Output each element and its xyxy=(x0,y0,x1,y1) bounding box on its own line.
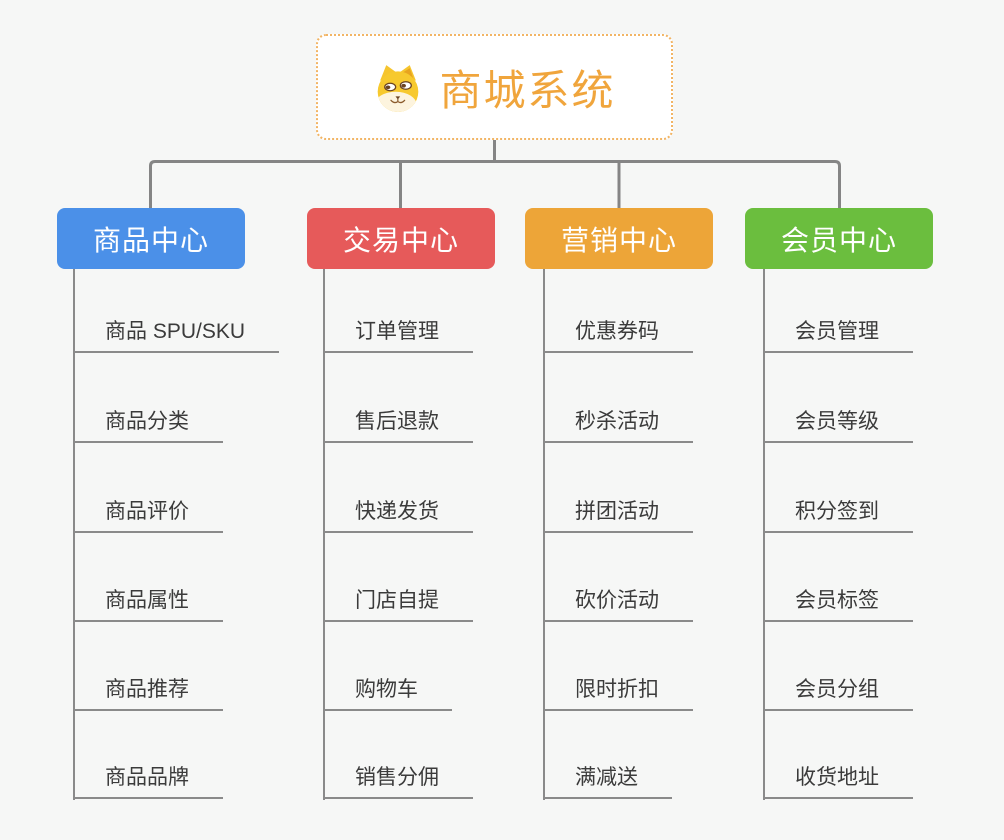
leaf-item[interactable]: 会员标签 xyxy=(763,586,913,622)
doge-icon xyxy=(373,60,423,114)
leaf-item[interactable]: 快递发货 xyxy=(323,497,473,533)
leaf-item[interactable]: 商品品牌 xyxy=(73,763,223,799)
leaf-item[interactable]: 会员等级 xyxy=(763,407,913,443)
leaf-item[interactable]: 订单管理 xyxy=(323,317,473,353)
leaf-item[interactable]: 商品推荐 xyxy=(73,675,223,711)
leaf-item[interactable]: 收货地址 xyxy=(763,763,913,799)
branch-product-center[interactable]: 商品中心 xyxy=(57,208,245,269)
leaf-item[interactable]: 满减送 xyxy=(543,763,672,799)
leaf-item[interactable]: 优惠券码 xyxy=(543,317,693,353)
root-title: 商城系统 xyxy=(439,66,616,114)
leaf-item[interactable]: 拼团活动 xyxy=(543,497,693,533)
leaf-item[interactable]: 购物车 xyxy=(323,675,452,711)
leaf-item[interactable]: 商品属性 xyxy=(73,586,223,622)
leaf-item[interactable]: 商品分类 xyxy=(73,407,223,443)
leaf-item[interactable]: 门店自提 xyxy=(323,586,473,622)
leaf-item[interactable]: 砍价活动 xyxy=(543,586,693,622)
leaf-item[interactable]: 销售分佣 xyxy=(323,763,473,799)
leaf-item[interactable]: 会员管理 xyxy=(763,317,913,353)
leaf-item[interactable]: 积分签到 xyxy=(763,497,913,533)
branch-member-center[interactable]: 会员中心 xyxy=(745,208,933,269)
branch-trade-center[interactable]: 交易中心 xyxy=(307,208,495,269)
leaf-item[interactable]: 限时折扣 xyxy=(543,675,693,711)
root-node[interactable]: 商城系统 xyxy=(316,34,673,140)
leaf-item[interactable]: 商品评价 xyxy=(73,497,223,533)
leaf-item[interactable]: 商品 SPU/SKU xyxy=(73,317,280,353)
leaf-item[interactable]: 会员分组 xyxy=(763,675,913,711)
leaf-item[interactable]: 秒杀活动 xyxy=(543,407,693,443)
leaf-item[interactable]: 售后退款 xyxy=(323,407,473,443)
branch-marketing-center[interactable]: 营销中心 xyxy=(525,208,713,269)
